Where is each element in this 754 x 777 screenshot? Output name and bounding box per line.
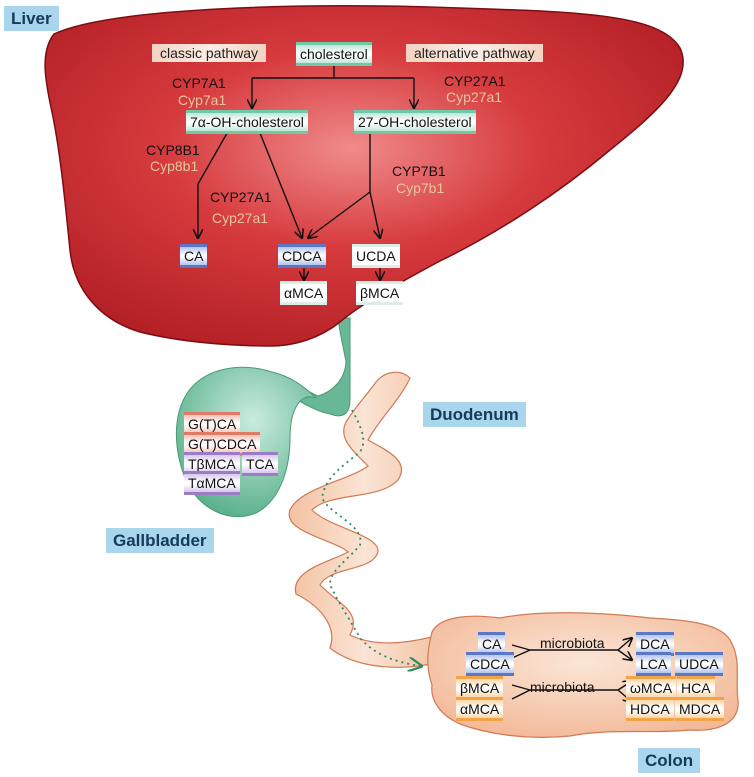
classic-pathway-label: classic pathway — [152, 44, 267, 62]
gallbladder-acid-tamca: TαMCA — [184, 471, 240, 495]
arrow-27oh-to-cdca — [308, 191, 371, 238]
metabolite-ucda: UCDA — [352, 244, 400, 268]
enzyme-cyp7a1: CYP7A1 — [172, 75, 226, 91]
colon-acid-udca: UDCA — [675, 652, 723, 676]
intestine-shape — [288, 371, 441, 668]
gallbladder-acid-tca: TCA — [242, 452, 278, 476]
region-label-gallbladder: Gallbladder — [106, 528, 214, 553]
arrow-to-dca — [617, 638, 632, 651]
arrow-27oh-to-ucda — [369, 191, 380, 238]
metabolite-cdca: CDCA — [278, 244, 326, 268]
metabolite-7a-oh-cholesterol: 7α-OH-cholesterol — [186, 110, 308, 134]
arrow-7oh-to-cdca — [257, 127, 302, 238]
colon-microbiota-label-1: microbiota — [540, 635, 605, 651]
enzyme-cyp27a1-mid: CYP27A1 — [210, 189, 272, 205]
gene-cyp7a1: Cyp7a1 — [178, 92, 227, 108]
colon-arrows — [511, 638, 632, 702]
metabolite-bmca: βMCA — [356, 281, 404, 305]
metabolite-27-oh-cholesterol: 27-OH-cholesterol — [354, 110, 476, 134]
region-label-duodenum: Duodenum — [423, 402, 526, 427]
arrow-7oh-to-ca — [197, 127, 231, 185]
colon-microbiota-label-2: microbiota — [530, 679, 595, 695]
enzyme-cyp27a1-top: CYP27A1 — [444, 73, 506, 89]
enzyme-cyp7b1: CYP7B1 — [392, 163, 446, 179]
enzyme-cyp8b1: CYP8B1 — [146, 142, 200, 158]
colon-acid-lca: LCA — [636, 652, 672, 676]
metabolite-ca: CA — [180, 244, 208, 268]
colon-acid-wmca: ωMCA — [626, 676, 677, 700]
region-label-liver: Liver — [4, 6, 59, 31]
alternative-pathway-label: alternative pathway — [406, 44, 543, 62]
colon-acid-mdca: MDCA — [675, 697, 725, 721]
region-label-colon: Colon — [638, 748, 701, 773]
bile-flow-path — [321, 409, 420, 666]
metabolite-amca: αMCA — [280, 281, 328, 305]
colon-acid-amca: αMCA — [456, 697, 504, 721]
gene-cyp7b1: Cyp7b1 — [396, 180, 445, 196]
gene-cyp27a1-mid: Cyp27a1 — [212, 210, 269, 226]
metabolite-cholesterol: cholesterol — [296, 42, 372, 66]
gene-cyp8b1: Cyp8b1 — [150, 158, 199, 174]
colon-acid-cdca: CDCA — [466, 652, 514, 676]
arrow-to-lca — [617, 649, 632, 660]
gene-cyp27a1-top: Cyp27a1 — [446, 89, 503, 105]
colon-acid-hdca: HDCA — [626, 697, 674, 721]
